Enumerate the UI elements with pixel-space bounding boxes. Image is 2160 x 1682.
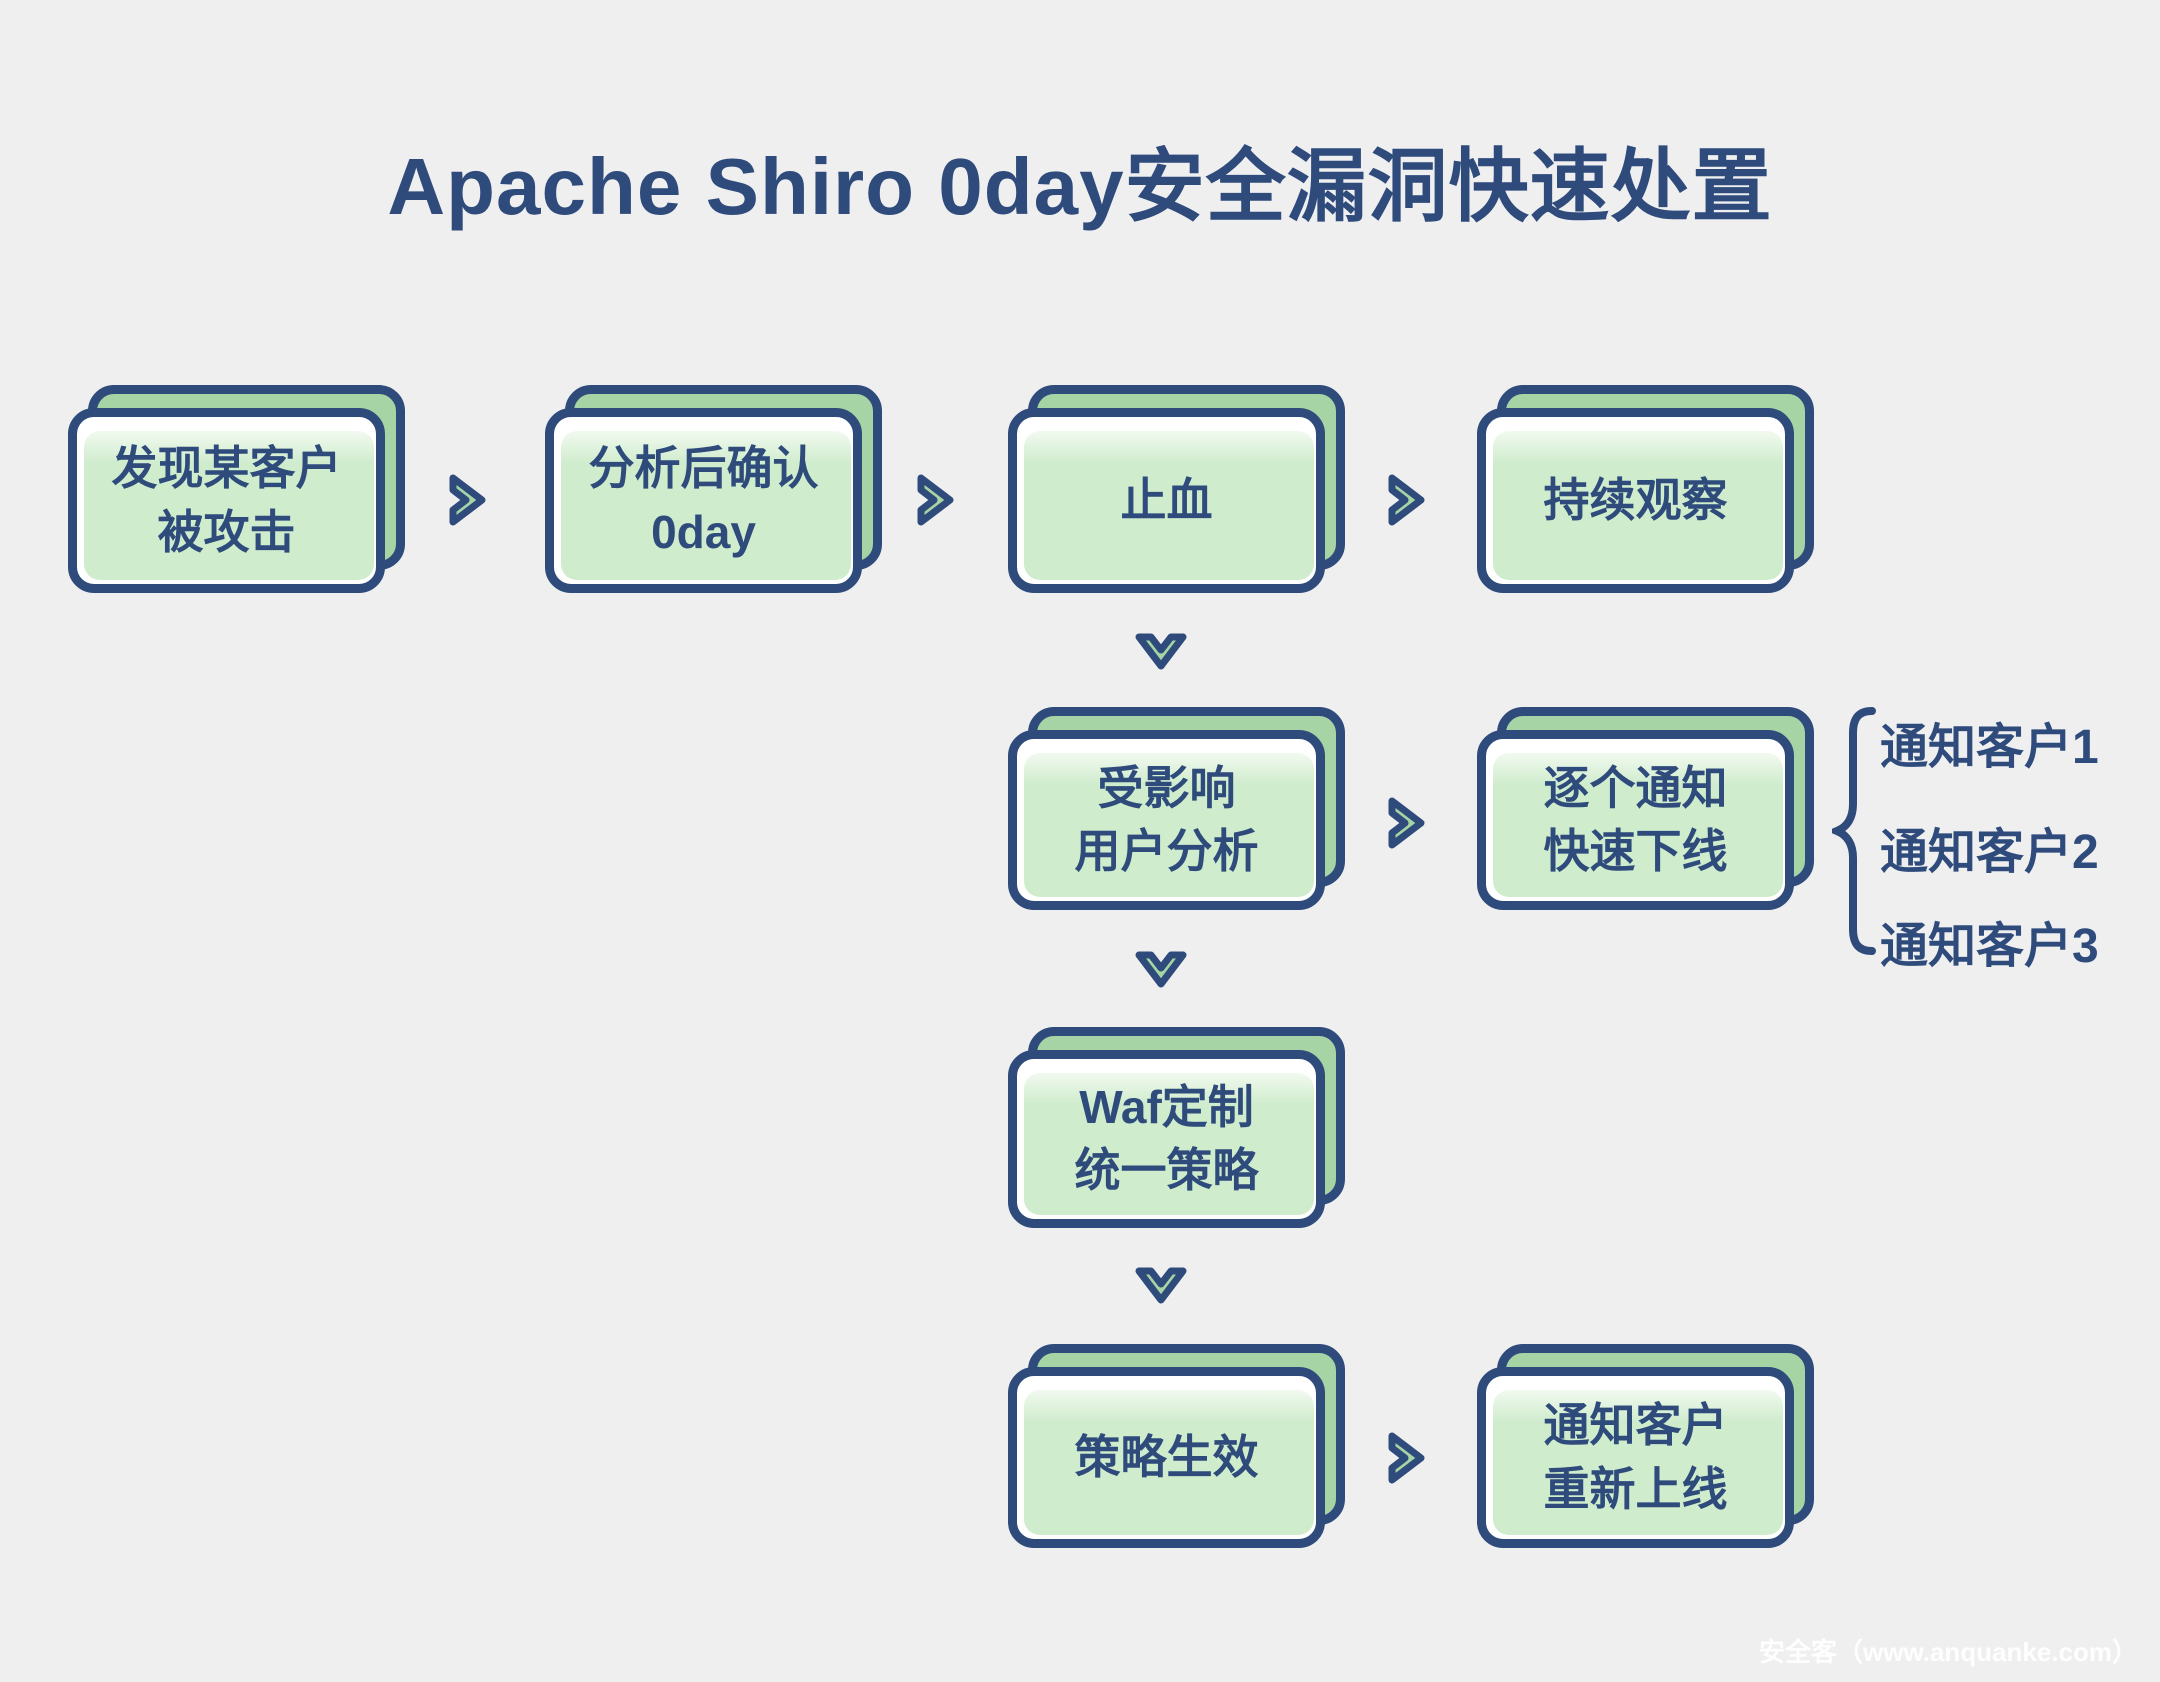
node-notify-online: 通知客户 重新上线 <box>1477 1344 1814 1548</box>
card-front: 受影响 用户分析 <box>1008 730 1325 910</box>
chevron-down-icon <box>1135 633 1187 670</box>
chevron-right-icon <box>1388 1432 1425 1484</box>
node-label: 通知客户 重新上线 <box>1543 1399 1728 1515</box>
node-waf-policy: Waf定制 统一策略 <box>1008 1027 1345 1228</box>
node-label: 受影响 用户分析 <box>1074 761 1259 877</box>
page-title: Apache Shiro 0day安全漏洞快速处置 <box>387 142 1773 231</box>
card-front: 逐个通知 快速下线 <box>1477 730 1794 910</box>
card-front: 持续观察 <box>1477 408 1794 593</box>
node-continuous-observation: 持续观察 <box>1477 385 1814 593</box>
node-label: 分析后确认 0day <box>588 442 819 558</box>
node-policy-effective: 策略生效 <box>1008 1344 1345 1548</box>
node-label: 策略生效 <box>1074 1430 1259 1483</box>
card-highlight <box>1024 1073 1314 1215</box>
card-front: 通知客户 重新上线 <box>1477 1367 1794 1548</box>
card-highlight <box>1024 1390 1314 1535</box>
chevron-right-icon <box>449 474 486 526</box>
curly-brace-icon <box>1832 707 1876 955</box>
chevron-right-icon <box>917 474 954 526</box>
card-highlight <box>561 431 851 580</box>
node-label: 止血 <box>1120 473 1213 526</box>
chevron-down-icon <box>1135 1267 1187 1304</box>
card-highlight <box>1024 431 1314 580</box>
chevron-right-icon <box>1388 797 1425 849</box>
node-label: 逐个通知 快速下线 <box>1543 761 1728 877</box>
branch-label-customer-1: 通知客户1 <box>1880 721 2099 774</box>
node-impact-analysis: 受影响 用户分析 <box>1008 707 1345 910</box>
card-front: 发现某客户 被攻击 <box>68 408 385 593</box>
branch-label-customer-3: 通知客户3 <box>1880 920 2099 973</box>
node-label: 发现某客户 被攻击 <box>111 442 342 558</box>
node-label: 持续观察 <box>1543 473 1728 526</box>
node-confirm-0day: 分析后确认 0day <box>545 385 882 593</box>
card-highlight <box>1493 753 1783 897</box>
node-discover-attack: 发现某客户 被攻击 <box>68 385 405 593</box>
card-front: 止血 <box>1008 408 1325 593</box>
node-label: Waf定制 统一策略 <box>1074 1080 1259 1196</box>
node-stop-bleeding: 止血 <box>1008 385 1345 593</box>
card-front: Waf定制 统一策略 <box>1008 1050 1325 1228</box>
chevron-right-icon <box>1388 474 1425 526</box>
card-front: 策略生效 <box>1008 1367 1325 1548</box>
card-front: 分析后确认 0day <box>545 408 862 593</box>
card-highlight <box>84 431 374 580</box>
card-highlight <box>1024 753 1314 897</box>
card-highlight <box>1493 1390 1783 1535</box>
chevron-down-icon <box>1135 951 1187 988</box>
branch-label-customer-2: 通知客户2 <box>1880 826 2099 879</box>
card-highlight <box>1493 431 1783 580</box>
watermark: 安全客（www.anquanke.com） <box>1759 1637 2138 1667</box>
node-notify-offline: 逐个通知 快速下线 <box>1477 707 1814 910</box>
